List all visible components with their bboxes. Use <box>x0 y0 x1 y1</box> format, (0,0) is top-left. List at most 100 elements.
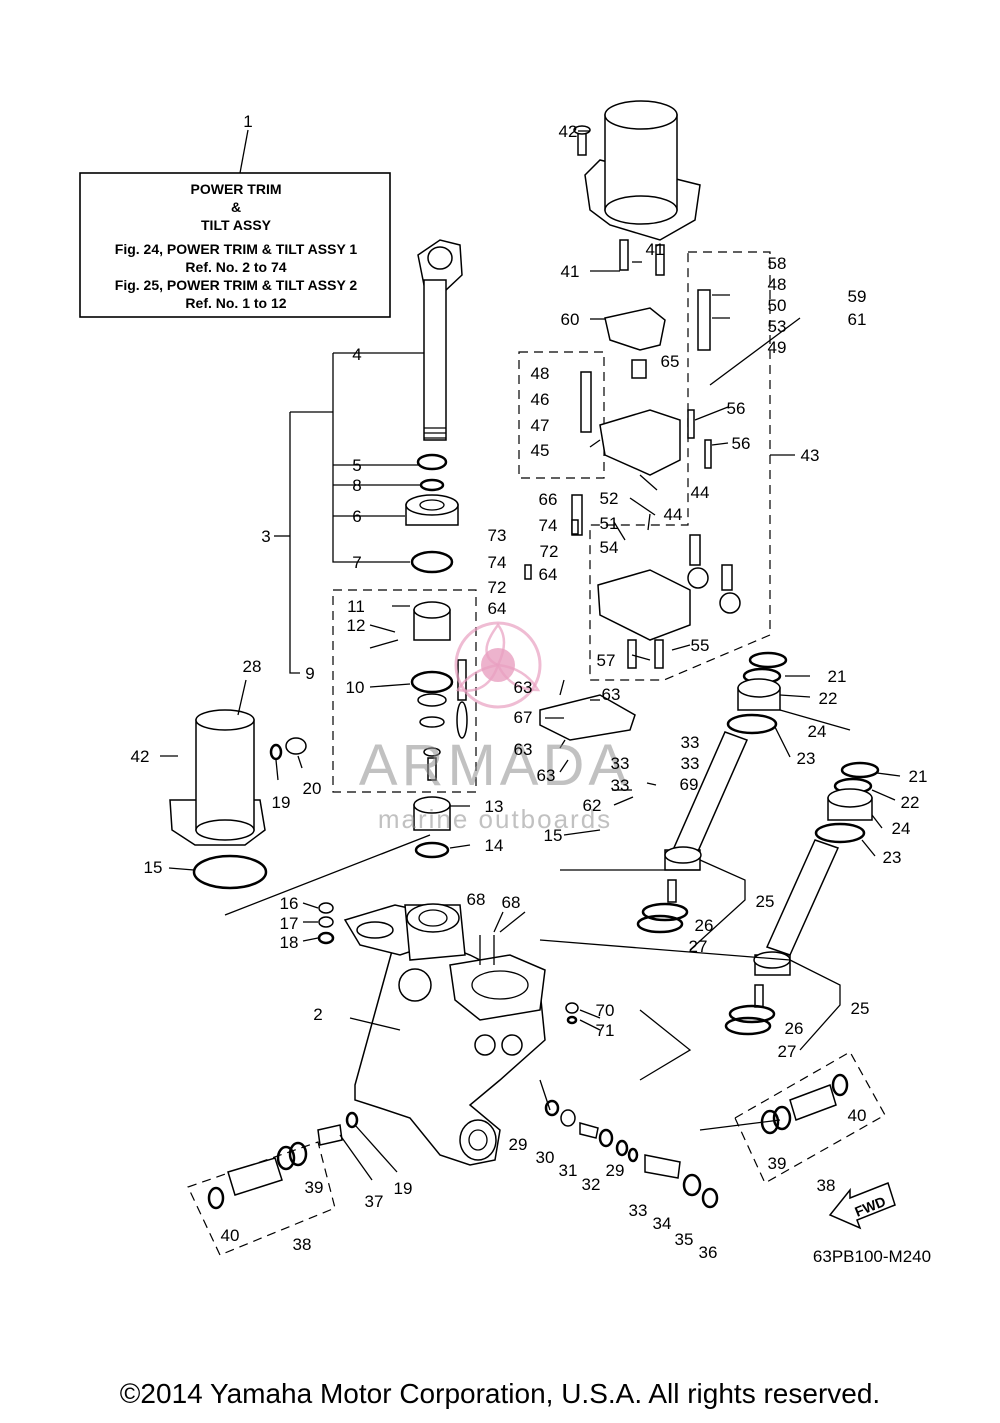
callout-36: 36 <box>699 1243 718 1262</box>
callout-42-top: 42 <box>559 122 578 141</box>
callout-13: 13 <box>485 797 504 816</box>
reservoir <box>169 709 307 890</box>
callout-49: 49 <box>768 338 787 357</box>
callout-24-lower: 24 <box>892 819 911 838</box>
callout-46: 46 <box>531 390 550 409</box>
diagram-code: 63PB100-M240 <box>813 1247 931 1266</box>
callout-22-lower: 22 <box>901 793 920 812</box>
cylinder-body <box>343 903 546 1166</box>
callout-32: 32 <box>582 1175 601 1194</box>
title-line-3: TILT ASSY <box>201 217 272 233</box>
callout-69: 69 <box>680 775 699 794</box>
callout-25-lower: 25 <box>851 999 870 1018</box>
callout-10: 10 <box>346 678 365 697</box>
callout-74-a: 74 <box>539 516 558 535</box>
callout-44-b: 44 <box>664 505 683 524</box>
callout-1: 1 <box>243 112 252 131</box>
callout-59: 59 <box>848 287 867 306</box>
bottom-valves <box>207 902 849 1210</box>
callout-6: 6 <box>352 507 361 526</box>
callout-17: 17 <box>280 914 299 933</box>
callout-62: 62 <box>583 796 602 815</box>
callout-21-upper: 21 <box>828 667 847 686</box>
callout-70: 70 <box>596 1001 615 1020</box>
callout-5: 5 <box>352 456 361 475</box>
callout-57: 57 <box>597 651 616 670</box>
callout-48-a: 48 <box>531 364 550 383</box>
title-box: POWER TRIM & TILT ASSY Fig. 24, POWER TR… <box>79 129 391 318</box>
callout-4: 4 <box>352 345 361 364</box>
callout-3: 3 <box>261 527 270 546</box>
trim-motor <box>573 100 701 241</box>
callout-56-a: 56 <box>727 399 746 418</box>
callout-8: 8 <box>352 476 361 495</box>
callout-33-b: 33 <box>681 754 700 773</box>
callout-30: 30 <box>536 1148 555 1167</box>
watermark-tagline: marine outboards <box>378 804 612 834</box>
callout-21-lower: 21 <box>909 767 928 786</box>
callout-26-lower: 26 <box>785 1019 804 1038</box>
callout-65: 65 <box>661 352 680 371</box>
right-cylinders <box>636 651 880 1036</box>
callout-63-b: 63 <box>602 685 621 704</box>
callout-64-b: 64 <box>488 599 507 618</box>
callout-2: 2 <box>313 1005 322 1024</box>
callout-48-b: 48 <box>768 275 787 294</box>
callout-7: 7 <box>352 553 361 572</box>
title-line-1: POWER TRIM <box>191 181 282 197</box>
seal-stack <box>369 453 468 859</box>
callout-16: 16 <box>280 894 299 913</box>
callout-60: 60 <box>561 310 580 329</box>
callout-9: 9 <box>305 664 314 683</box>
watermark-brand: ARMADA <box>359 733 631 798</box>
callout-24-upper: 24 <box>808 722 827 741</box>
callout-51: 51 <box>600 514 619 533</box>
callout-23-lower: 23 <box>883 848 902 867</box>
callout-54: 54 <box>600 538 619 557</box>
callout-73: 73 <box>488 526 507 545</box>
callout-63-c: 63 <box>514 740 533 759</box>
callout-71: 71 <box>596 1021 615 1040</box>
callout-35: 35 <box>675 1230 694 1249</box>
leader-lines <box>160 130 901 1181</box>
callout-63-d: 63 <box>537 766 556 785</box>
subassembly-outlines <box>187 251 886 1256</box>
callout-74-b: 74 <box>488 553 507 572</box>
callout-39-left: 39 <box>305 1178 324 1197</box>
callout-labels: 1 2 3 4 5 6 7 8 9 10 11 12 13 14 15 15 1… <box>131 112 928 1262</box>
callout-22-upper: 22 <box>819 689 838 708</box>
callout-55: 55 <box>691 636 710 655</box>
title-ref-1b: Ref. No. 2 to 74 <box>185 259 286 275</box>
forward-arrow: FWD <box>828 1182 896 1230</box>
callout-19-upper: 19 <box>272 793 291 812</box>
valve-block <box>524 239 801 741</box>
callout-34: 34 <box>653 1214 672 1233</box>
callout-29-right: 29 <box>606 1161 625 1180</box>
callout-29-left: 29 <box>509 1135 528 1154</box>
callout-61: 61 <box>848 310 867 329</box>
callout-28: 28 <box>243 657 262 676</box>
callout-40-left: 40 <box>221 1226 240 1245</box>
callout-68-b: 68 <box>502 893 521 912</box>
callout-63-a: 63 <box>514 678 533 697</box>
callout-19-lower: 19 <box>394 1179 413 1198</box>
armada-watermark: ARMADA marine outboards <box>359 621 631 834</box>
callout-72-b: 72 <box>488 578 507 597</box>
callout-27-upper: 27 <box>689 937 708 956</box>
callout-39-right: 39 <box>768 1154 787 1173</box>
callout-38-left: 38 <box>293 1235 312 1254</box>
callout-41-a: 41 <box>646 240 665 259</box>
callout-56-b: 56 <box>732 434 751 453</box>
callout-12: 12 <box>347 616 366 635</box>
callout-42-left: 42 <box>131 747 150 766</box>
callout-67: 67 <box>514 708 533 727</box>
callout-33-d: 33 <box>611 776 630 795</box>
callout-11: 11 <box>347 597 365 616</box>
callout-50: 50 <box>768 296 787 315</box>
callout-18: 18 <box>280 933 299 952</box>
callout-33-e: 33 <box>629 1201 648 1220</box>
callout-31: 31 <box>559 1161 578 1180</box>
callout-27-lower: 27 <box>778 1042 797 1061</box>
piston-rod <box>417 239 463 441</box>
